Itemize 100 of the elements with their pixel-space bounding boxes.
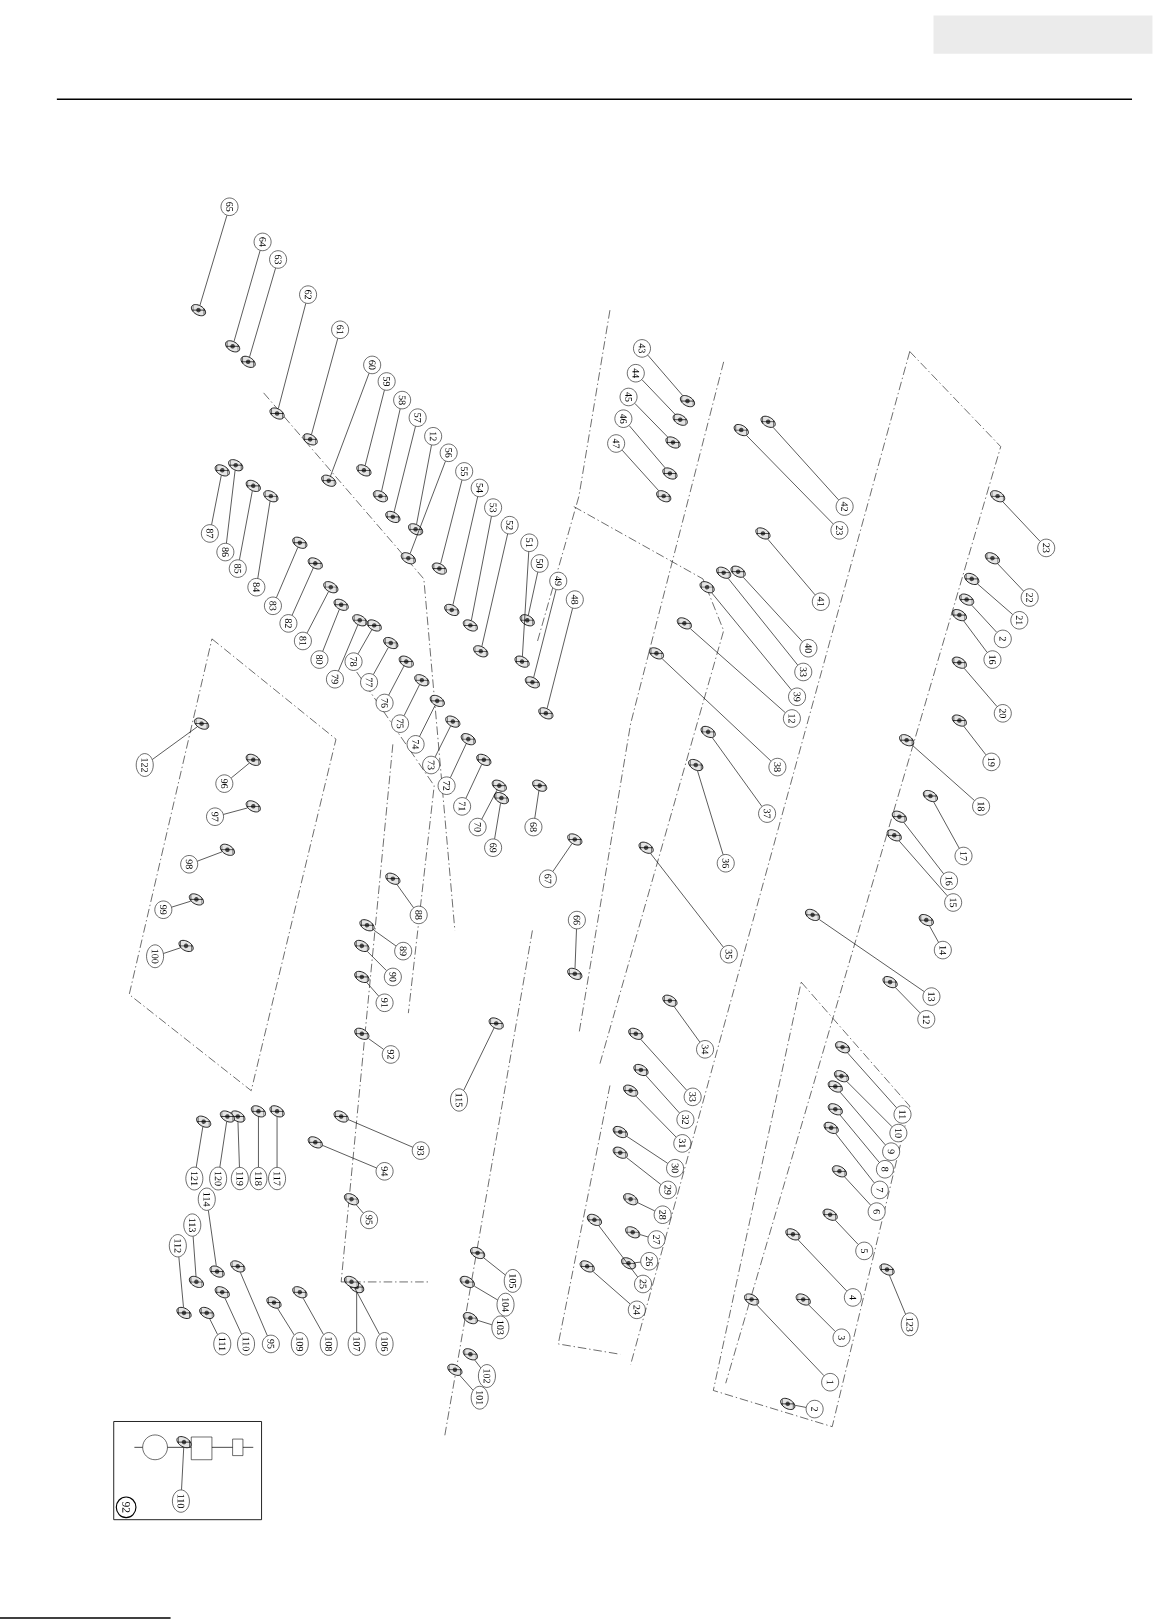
callout-number: 11 xyxy=(893,1105,912,1124)
callout-number: 84 xyxy=(247,578,266,597)
callout-number: 14 xyxy=(934,941,952,960)
callout-number: 41 xyxy=(812,592,830,611)
leader-line xyxy=(219,1121,228,1168)
leader-line xyxy=(434,725,451,758)
part-drawing xyxy=(567,833,583,846)
leader-line xyxy=(171,900,192,908)
leader-line xyxy=(964,668,998,707)
callout-number: 95 xyxy=(262,1334,280,1354)
callout-number: 97 xyxy=(206,807,224,826)
leader-line xyxy=(178,1256,184,1308)
part-drawing xyxy=(795,1293,811,1306)
leader-line xyxy=(895,987,921,1014)
part-drawing xyxy=(488,1017,504,1030)
leader-line xyxy=(634,1261,641,1263)
leader-line xyxy=(257,501,271,579)
part-drawing xyxy=(834,1070,850,1083)
part-drawing xyxy=(918,914,934,927)
part-drawing xyxy=(251,1105,267,1118)
leader-line xyxy=(767,538,816,596)
leader-line xyxy=(291,567,314,616)
part-drawing xyxy=(366,619,382,632)
part-drawing xyxy=(662,467,678,480)
part-drawing xyxy=(176,1306,192,1319)
leader-line xyxy=(249,267,276,358)
part-drawing xyxy=(266,1296,282,1309)
callout-number: 87 xyxy=(201,524,219,543)
leader-line xyxy=(626,1157,662,1185)
part-drawing xyxy=(245,753,261,766)
part-drawing xyxy=(805,908,821,921)
part-drawing xyxy=(214,464,230,477)
callout-number: 92 xyxy=(115,1496,137,1519)
part-drawing xyxy=(302,433,318,446)
callout-number: 105 xyxy=(504,1269,522,1293)
leader-line xyxy=(626,1136,669,1164)
callout-number: 95 xyxy=(360,1210,379,1229)
leader-line xyxy=(463,1027,495,1091)
callout-number: 15 xyxy=(944,893,963,912)
leader-line xyxy=(357,629,373,655)
callout-number: 77 xyxy=(360,673,379,692)
callout-number: 109 xyxy=(291,1332,309,1356)
leader-line xyxy=(690,628,786,713)
part-drawing xyxy=(459,1275,475,1288)
leader-line xyxy=(756,1304,825,1377)
leader-line xyxy=(819,919,925,992)
callout-number: 96 xyxy=(215,774,234,793)
part-drawing xyxy=(432,562,448,575)
leader-line xyxy=(847,1052,898,1109)
part-drawing xyxy=(354,970,370,983)
leader-line xyxy=(388,665,405,696)
leader-line xyxy=(348,1119,414,1148)
leader-line xyxy=(356,1292,358,1333)
part-drawing xyxy=(892,810,908,823)
callout-number: 36 xyxy=(717,854,735,873)
leader-line xyxy=(396,884,414,908)
callout-number: 115 xyxy=(450,1088,468,1112)
leader-line xyxy=(258,1116,259,1168)
part-drawing xyxy=(827,1080,843,1093)
part-drawing xyxy=(398,655,414,668)
leader-line xyxy=(410,460,446,554)
part-drawing xyxy=(220,1110,236,1123)
part-drawing xyxy=(733,424,749,437)
part-drawing xyxy=(269,407,285,420)
callout-number: 12 xyxy=(424,427,443,446)
part-drawing xyxy=(625,1226,641,1239)
callout-number: 4 xyxy=(844,1288,862,1307)
callout-number: 19 xyxy=(982,752,1001,771)
leader-line xyxy=(366,982,380,997)
leader-line xyxy=(278,303,307,409)
leader-line xyxy=(635,1095,677,1138)
part-drawing xyxy=(307,1136,323,1149)
leader-line xyxy=(356,1204,364,1214)
callout-number: 58 xyxy=(393,391,412,410)
leader-line xyxy=(237,1121,240,1168)
callout-number: 108 xyxy=(320,1332,338,1356)
part-drawing xyxy=(990,490,1006,503)
part-drawing xyxy=(333,598,349,611)
part-drawing xyxy=(633,1063,649,1076)
leader-line xyxy=(528,571,539,616)
leader-line xyxy=(196,1126,204,1168)
part-drawing xyxy=(214,1286,230,1299)
callout-number: 2 xyxy=(994,629,1012,648)
callout-number: 21 xyxy=(1010,611,1029,630)
leader-line xyxy=(808,1304,836,1332)
callout-number: 44 xyxy=(627,364,645,383)
callout-number: 93 xyxy=(412,1141,430,1160)
callout-number: 59 xyxy=(378,372,396,391)
part-drawing xyxy=(952,714,968,727)
part-drawing xyxy=(245,800,261,813)
part-drawing xyxy=(408,523,424,536)
callout-number: 23 xyxy=(1037,538,1056,557)
leader-line xyxy=(474,1285,498,1301)
callout-number: 113 xyxy=(183,1213,202,1237)
leader-line xyxy=(641,379,676,415)
callout-number: 107 xyxy=(348,1332,366,1356)
leader-line xyxy=(403,684,420,716)
leader-line xyxy=(330,373,370,477)
part-drawing xyxy=(662,994,678,1007)
leader-line xyxy=(598,1225,639,1278)
